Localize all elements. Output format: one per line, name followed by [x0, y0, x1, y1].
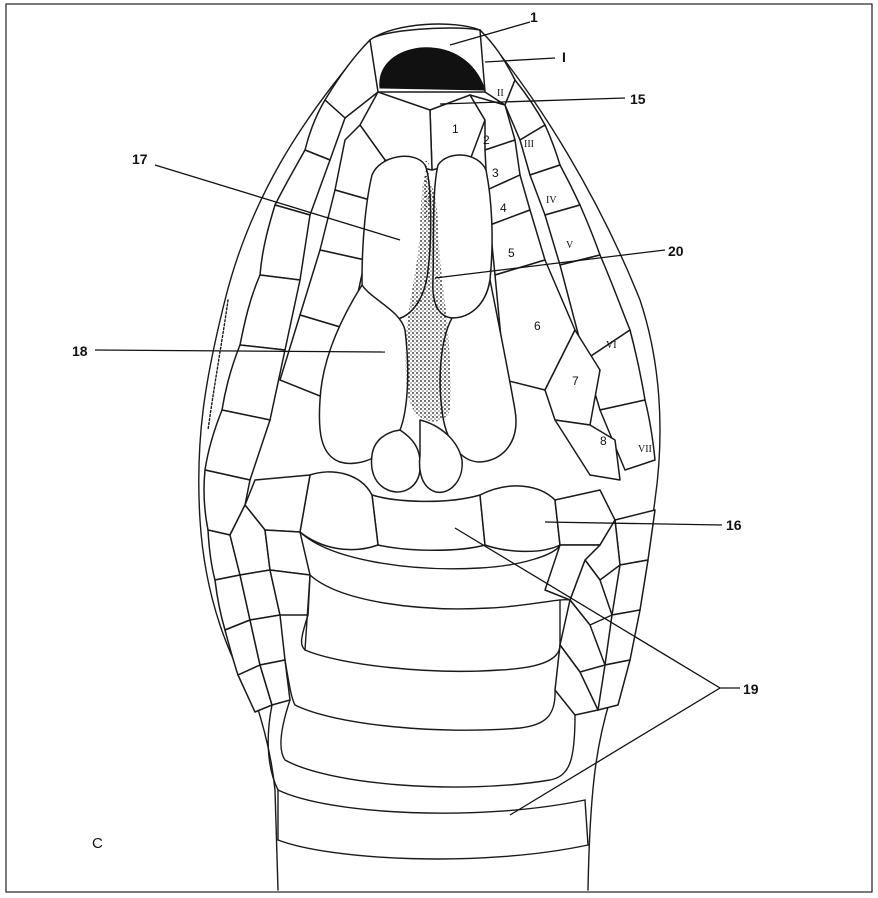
callout-1: 1	[530, 9, 538, 25]
callout-I: I	[562, 49, 566, 65]
infralabial-6: 6	[534, 319, 541, 333]
mental-scale	[369, 28, 485, 92]
infralabial-8: 8	[600, 434, 607, 448]
callout-20: 20	[668, 243, 684, 259]
infralabial-7: 7	[572, 374, 579, 388]
supralabial-III: III	[524, 139, 534, 150]
callout-17: 17	[132, 151, 148, 167]
callout-16: 16	[726, 517, 742, 533]
supralabial-IV: IV	[546, 195, 557, 206]
supralabial-VI: VI	[606, 340, 617, 351]
infralabial-1: 1	[452, 122, 459, 136]
callout-19: 19	[743, 681, 759, 697]
infralabial-2: 2	[483, 133, 490, 147]
infralabial-5: 5	[508, 246, 515, 260]
panel-letter: C	[92, 835, 103, 852]
supralabial-V: V	[566, 240, 574, 251]
supralabial-VII: VII	[638, 444, 652, 455]
infralabial-4: 4	[500, 201, 507, 215]
callout-15: 15	[630, 91, 646, 107]
ventral-scales	[268, 532, 588, 859]
infralabial-3: 3	[492, 166, 499, 180]
supralabial-II: II	[497, 88, 504, 99]
callout-18: 18	[72, 343, 88, 359]
